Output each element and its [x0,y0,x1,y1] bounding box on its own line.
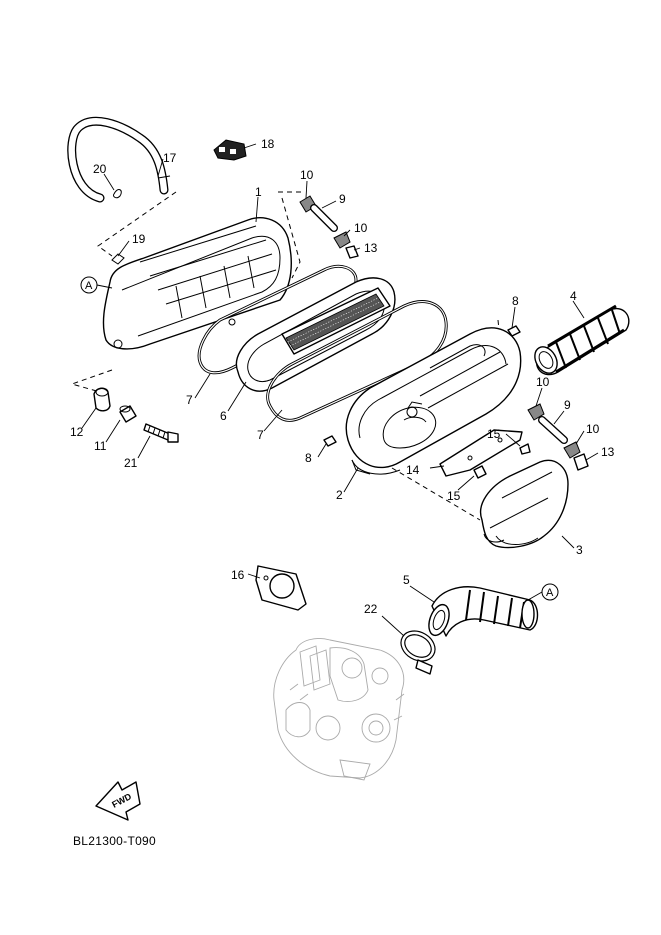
callout-6: 6 [220,409,227,423]
callout-17: 17 [163,151,177,165]
engine-ghost-outline [273,638,405,781]
part-21-bolt [143,423,179,443]
fitting-group-lower [527,403,589,471]
callout-20: 20 [93,162,107,176]
callout-15-upper: 15 [487,427,501,441]
ref-mark-a-left: A [80,276,113,294]
part-18-clamp [213,139,247,161]
part-19-screw [111,253,125,265]
part-1-cover [102,217,292,350]
fwd-arrow-icon: FWD [95,781,141,821]
part-14-gasket [439,429,523,477]
callout-3: 3 [576,543,583,557]
part-3-side-cover [479,459,569,549]
callout-4: 4 [570,289,577,303]
callout-10-lower-a: 10 [536,375,550,389]
callout-12: 12 [70,425,84,439]
callout-15-lower: 15 [447,489,461,503]
callout-8-lower: 8 [305,451,312,465]
air-filter-element [281,287,391,355]
part-12-grommet [93,387,111,412]
ref-mark-a-right: A [527,583,559,601]
callout-7-right: 7 [257,428,264,442]
callout-18: 18 [261,137,275,151]
part-15-clips [473,443,531,479]
callout-13-upper: 13 [364,241,378,255]
part-17-breather-hose [67,116,171,203]
ref-mark-label: A [546,587,554,599]
part-16-gasket [255,565,307,611]
part-8-screws [323,325,521,447]
callout-2: 2 [336,488,343,502]
part-22-clamp [400,630,436,675]
callout-16: 16 [231,568,245,582]
leader-lines [81,143,599,637]
callout-10-upper-b: 10 [354,221,368,235]
callout-5: 5 [403,573,410,587]
part-2-case [345,327,522,475]
part-7-gasket-right [266,300,448,422]
part-11-collar [119,405,137,423]
callout-8-upper: 8 [512,294,519,308]
part-7-gasket-left [197,264,358,375]
callout-1: 1 [255,185,262,199]
callout-22: 22 [364,602,378,616]
fitting-group-upper [299,195,359,259]
ref-mark-label: A [85,280,93,292]
callout-labels: 1 2 3 4 5 6 7 7 8 8 9 9 10 10 10 10 11 1… [70,137,615,616]
diagram-code: BL21300-T090 [73,834,156,848]
part-4-intake-screen [534,304,630,376]
callout-10-upper-a: 10 [300,168,314,182]
callout-21: 21 [124,456,138,470]
callout-11: 11 [94,439,107,453]
callout-9-upper: 9 [339,192,346,206]
callout-14: 14 [406,463,420,477]
part-20-clip [113,189,122,199]
callout-10-lower-b: 10 [586,422,600,436]
callout-9-lower: 9 [564,398,571,412]
callout-7-left: 7 [186,393,193,407]
callout-13-lower: 13 [601,445,615,459]
part-5-joint [428,586,539,637]
callout-19: 19 [132,232,146,246]
